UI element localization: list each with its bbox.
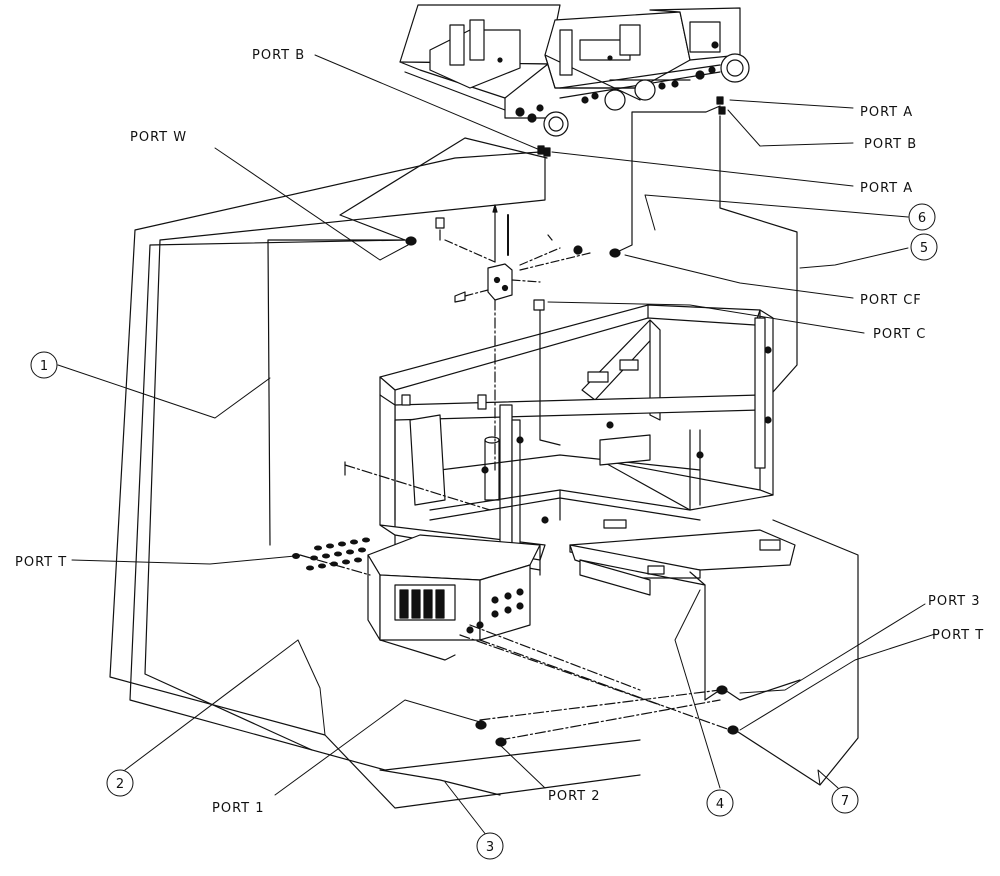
valve-block-assembly [292, 534, 541, 661]
callout-circles [30, 203, 938, 860]
hose-1 [109, 151, 641, 809]
hose-5 [719, 115, 798, 393]
hose-2 [339, 137, 548, 241]
callout-7: 7 [841, 794, 849, 809]
center-fitting-block [344, 204, 591, 511]
port-1-label: PORT 1 [212, 801, 265, 816]
leader-lines [57, 54, 936, 841]
callout-4: 4 [716, 797, 724, 812]
upper-mechanism-assembly [399, 4, 750, 157]
callout-1: 1 [40, 359, 48, 374]
callout-6-circle [908, 203, 936, 231]
port-b-top-label: PORT B [252, 48, 305, 63]
callout-1-circle [30, 351, 58, 379]
port-a-top-label: PORT A [860, 105, 913, 120]
callout-2: 2 [116, 777, 124, 792]
port-c-label: PORT C [873, 327, 926, 342]
hose-routes [109, 105, 859, 809]
callout-3: 3 [486, 840, 494, 855]
port-w-label: PORT W [130, 130, 187, 145]
callout-5-circle [910, 233, 938, 261]
callout-6: 6 [918, 211, 926, 226]
hose-3 [379, 769, 501, 796]
port-labels: PORT B PORT W PORT A PORT B PORT A PORT … [15, 48, 984, 816]
callout-2-circle [106, 769, 134, 797]
hose-7 [734, 519, 859, 786]
port-a-mid-label: PORT A [860, 181, 913, 196]
port-cf-label: PORT CF [860, 293, 922, 308]
port-t-right-label: PORT T [932, 628, 984, 643]
callout-7-circle [831, 786, 859, 814]
port-3-label: PORT 3 [928, 594, 981, 609]
port-2-label: PORT 2 [548, 789, 601, 804]
callout-3-circle [476, 832, 504, 860]
callout-4-circle [706, 789, 734, 817]
hose-4 [689, 571, 721, 701]
port-t-left-label: PORT T [15, 555, 67, 570]
hose-6 [614, 105, 721, 254]
hose-port-t [267, 239, 406, 546]
callout-5: 5 [920, 241, 928, 256]
loose-fittings [292, 537, 370, 571]
port-b-right-label: PORT B [864, 137, 917, 152]
callout-numbers: 1 2 3 4 5 6 7 [40, 211, 928, 855]
